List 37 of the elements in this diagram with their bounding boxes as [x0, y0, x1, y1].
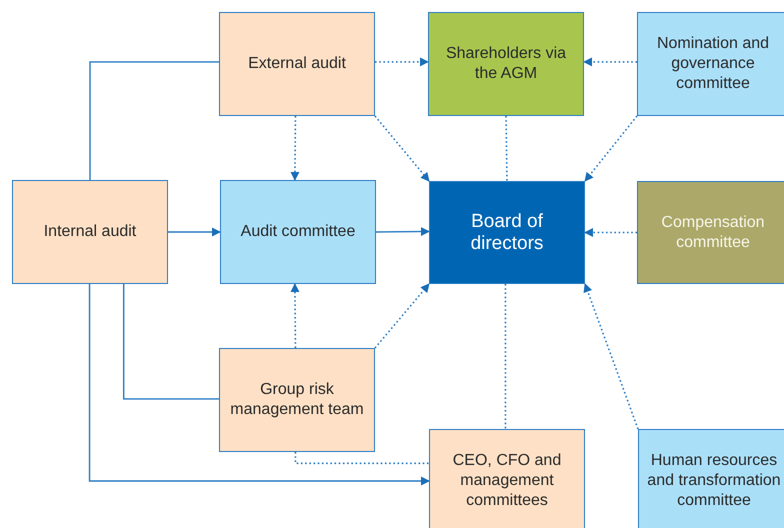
- process-box: [219, 348, 375, 452]
- process-box: [220, 180, 376, 284]
- connector-arrow: [584, 228, 637, 237]
- connector-arrow: [583, 57, 637, 66]
- connector-arrow: [168, 228, 221, 236]
- connector-arrow: [290, 283, 300, 348]
- box-label: Human resources and transformation committee: [646, 451, 782, 511]
- connector-arrow: [584, 116, 638, 182]
- process-box: [12, 180, 168, 284]
- box-label: Board of directors: [470, 210, 544, 254]
- connector-arrow: [374, 115, 430, 182]
- connector-arrow: [88, 284, 430, 486]
- box-label: Shareholders via the AGM: [444, 44, 568, 84]
- connector-arrow: [374, 283, 430, 349]
- connector-arrow: [584, 283, 639, 430]
- process-box: [428, 12, 584, 116]
- process-box: [637, 12, 784, 116]
- process-box: [429, 181, 585, 284]
- process-box: [637, 181, 784, 284]
- connector-arrow: [376, 227, 430, 236]
- box-label: Group risk management team: [229, 380, 365, 420]
- box-label: Nomination and governance committee: [656, 34, 770, 94]
- process-box: [219, 12, 375, 116]
- connector-arrow: [375, 57, 429, 66]
- box-label: Compensation committee: [660, 212, 766, 252]
- connector-line: [123, 284, 219, 400]
- process-box: [429, 429, 585, 528]
- connector-line: [504, 284, 506, 429]
- box-label: Audit committee: [240, 222, 356, 242]
- connector-line: [89, 61, 219, 180]
- process-box: [638, 429, 784, 528]
- connector-line: [294, 452, 429, 464]
- connector-line: [505, 116, 508, 182]
- box-label: CEO, CFO and management committees: [452, 451, 562, 511]
- connector-arrow: [290, 116, 300, 181]
- box-label: External audit: [248, 54, 346, 74]
- box-label: Internal audit: [44, 222, 136, 242]
